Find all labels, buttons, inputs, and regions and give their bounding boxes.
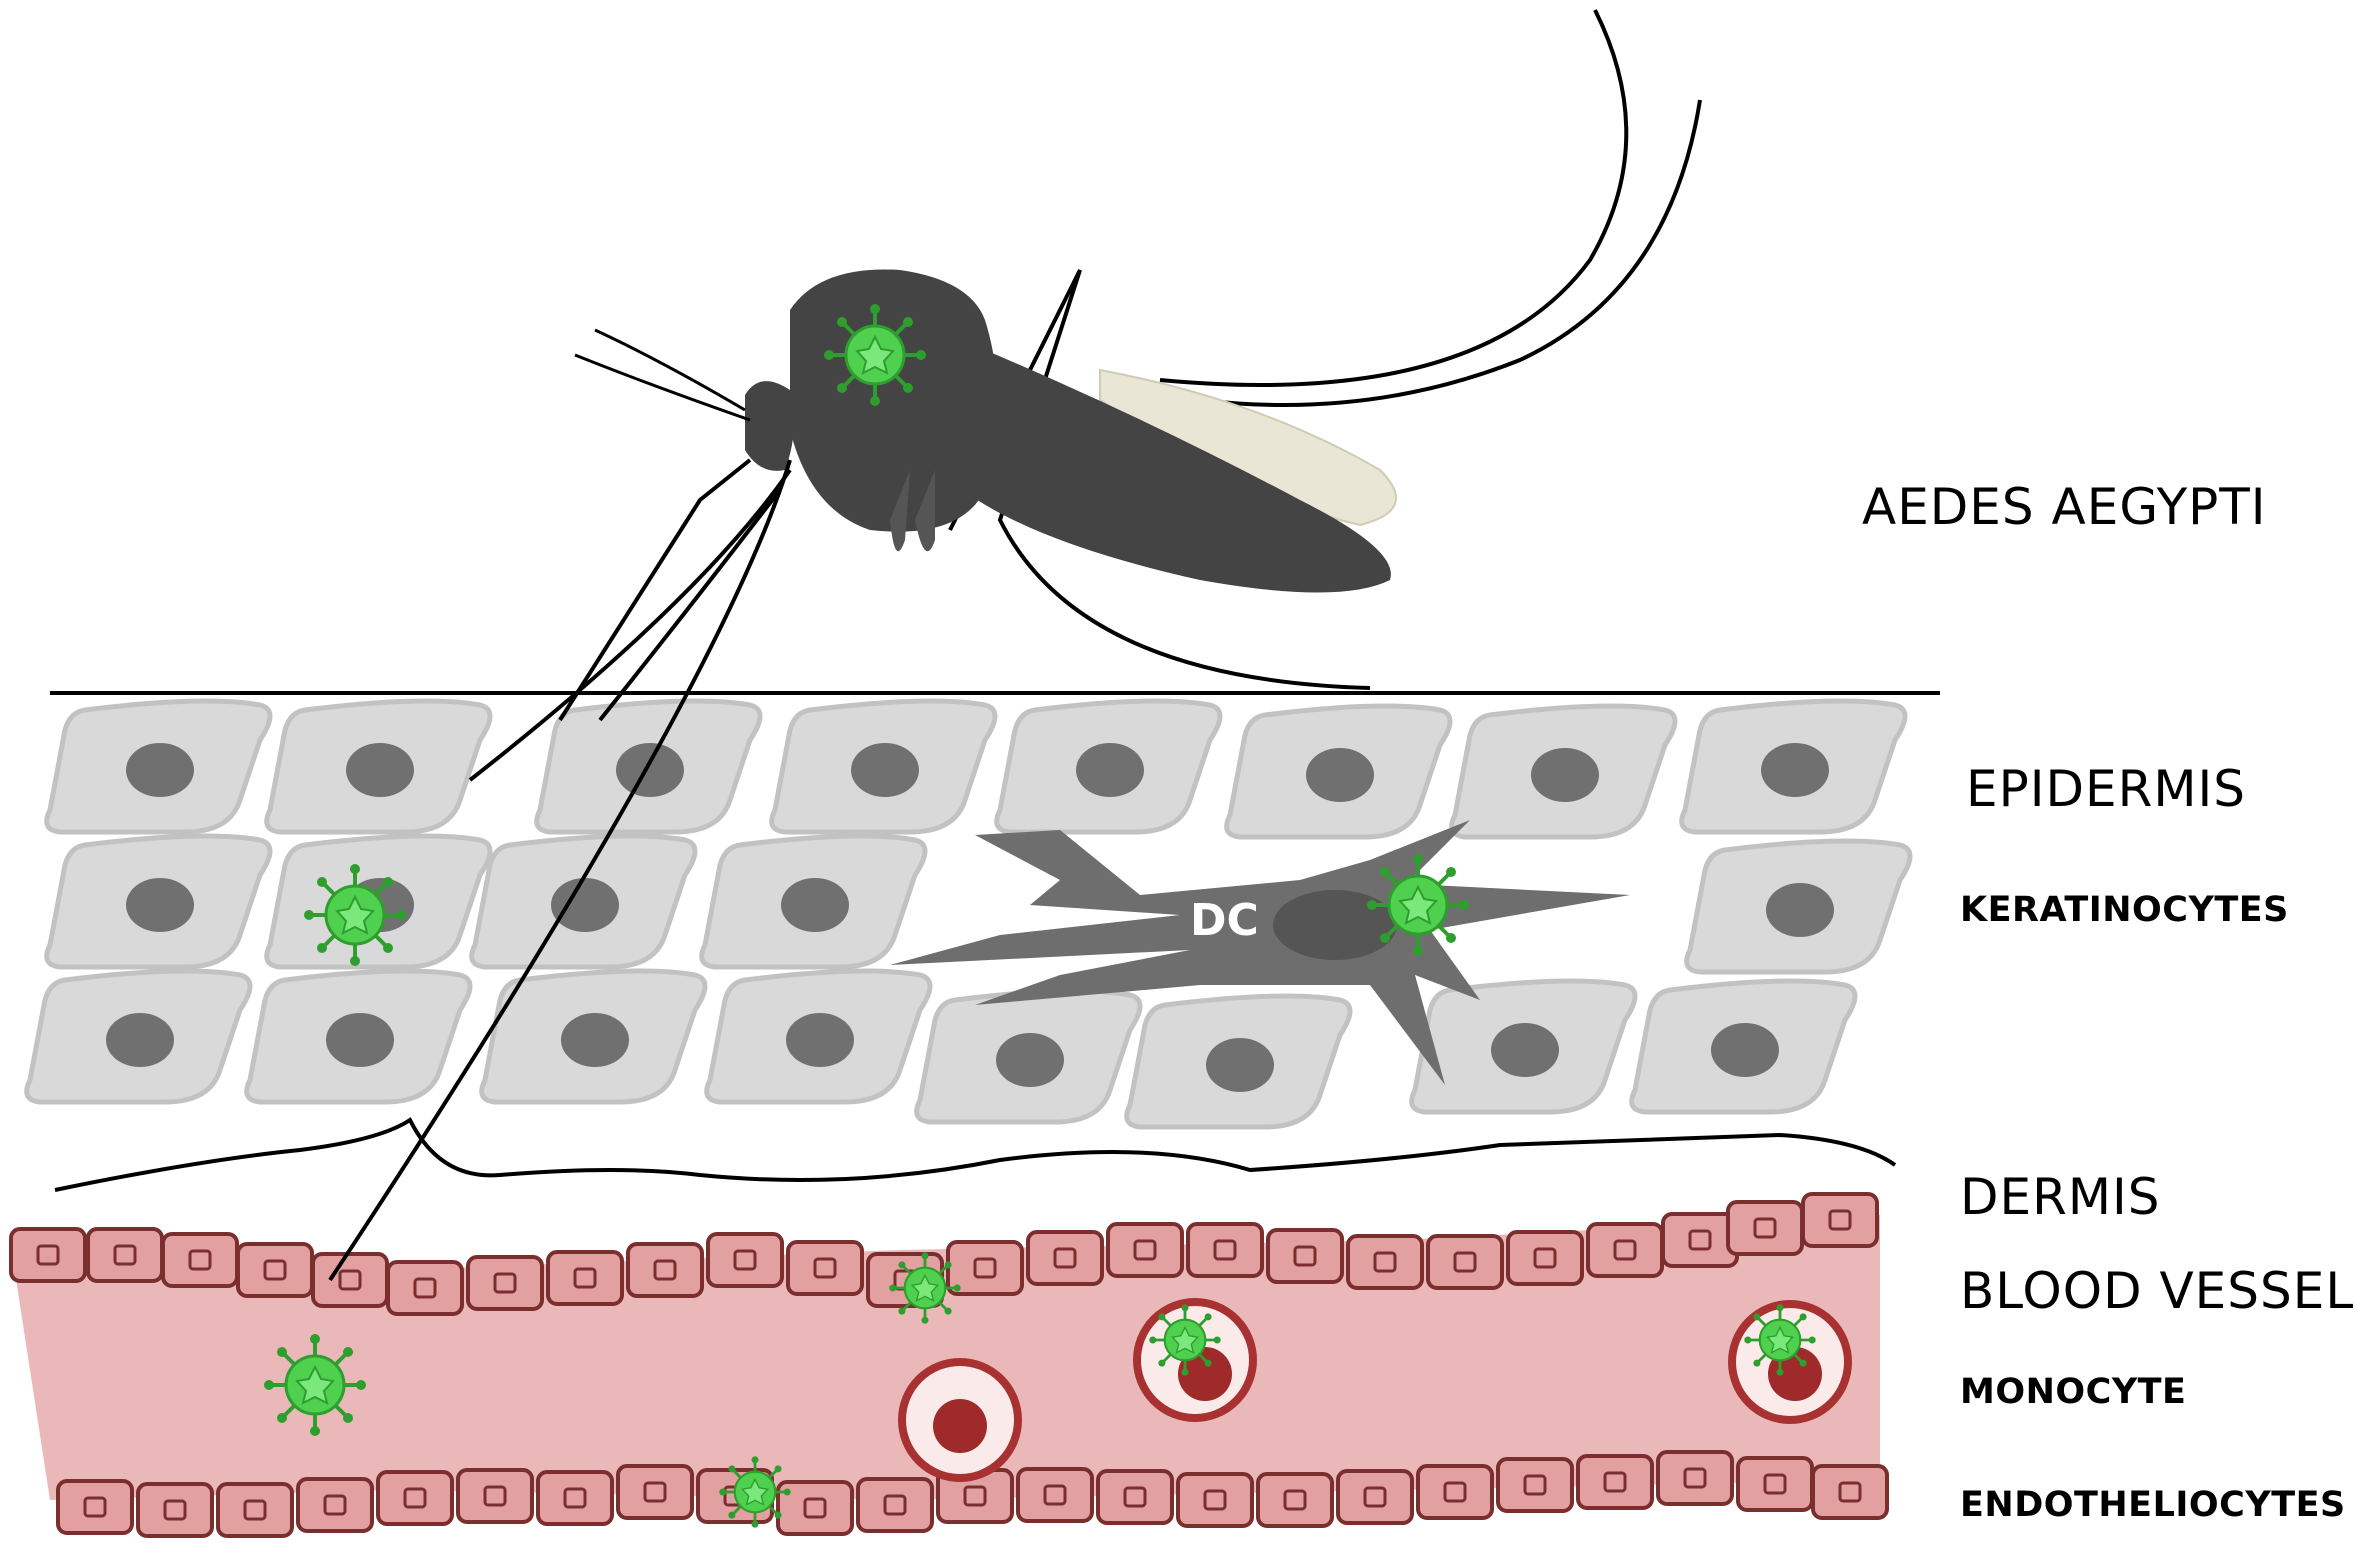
virus-icon: [1742, 1302, 1818, 1378]
label-endotheliocytes: ENDOTHELIOCYTES: [1960, 1485, 2346, 1525]
virus-icon: [887, 1250, 963, 1326]
monocyte-icon: [898, 1358, 1022, 1482]
dermis-boundary: [54, 1117, 1897, 1192]
label-blood-vessel: BLOOD VESSEL: [1960, 1262, 2355, 1320]
monocyte-icon: [1133, 1298, 1257, 1422]
virus-icon: [717, 1454, 793, 1530]
dc-label: DC: [1190, 895, 1259, 946]
blood-vessel: [9, 1192, 1889, 1538]
label-keratinocytes: KERATINOCYTES: [1960, 890, 2289, 930]
label-dermis: DERMIS: [1960, 1168, 2161, 1226]
label-monocyte: MONOCYTE: [1960, 1372, 2187, 1412]
label-aedes-aegypti: AEDES AEGYPTI: [1862, 478, 2267, 536]
mosquito-icon: [328, 9, 1702, 1282]
virus-icon: [1147, 1302, 1223, 1378]
virus-icon: [1365, 852, 1471, 958]
virus-icon: [262, 1332, 368, 1438]
virus-icon: [302, 862, 408, 968]
virus-icon: [822, 302, 928, 408]
label-epidermis: EPIDERMIS: [1966, 760, 2246, 818]
dendritic-cell-icon: DC: [890, 820, 1630, 1085]
